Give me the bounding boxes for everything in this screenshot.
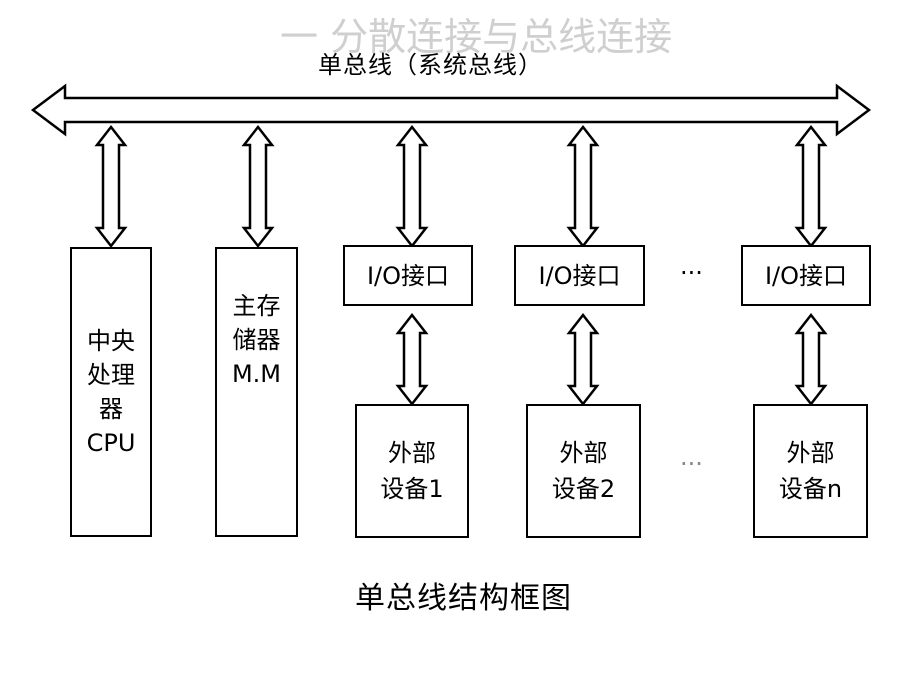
ion-device-arrow [794, 312, 828, 407]
main-memory-box: 主存 储器 M.M [215, 247, 298, 537]
io-ellipsis: ··· [680, 259, 703, 287]
io2-bus-arrow [566, 124, 600, 249]
io1-device-arrow [395, 312, 429, 407]
device-2-line-1: 外部 [559, 439, 608, 467]
external-device-n: 外部 设备n [753, 404, 868, 538]
cpu-label-line-4: CPU [86, 429, 136, 457]
device-ellipsis: ··· [680, 450, 703, 478]
device-1-line-2: 设备1 [380, 475, 444, 503]
memory-label-line-2: 储器 [232, 326, 281, 354]
io-interface-n-label: I/O接口 [764, 261, 848, 290]
memory-label-line-3: M.M [231, 360, 282, 388]
device-n-line-1: 外部 [786, 439, 835, 467]
io-interface-n: I/O接口 [741, 245, 871, 306]
io-interface-2: I/O接口 [514, 245, 645, 306]
device-2-line-2: 设备2 [551, 475, 616, 503]
io-interface-1: I/O接口 [343, 245, 473, 306]
io-interface-1-label: I/O接口 [366, 261, 450, 290]
cpu-box: 中央 处理 器 CPU [70, 247, 152, 537]
cpu-label-line-2: 处理 [87, 361, 135, 389]
diagram-caption: 单总线结构框图 [355, 581, 572, 616]
io-interface-2-label: I/O接口 [538, 261, 621, 290]
memory-bus-arrow [241, 124, 275, 249]
external-device-2: 外部 设备2 [526, 404, 641, 538]
system-bus-arrow [30, 83, 872, 137]
cpu-label-line-3: 器 [99, 395, 123, 423]
io1-bus-arrow [395, 124, 429, 249]
device-n-line-2: 设备n [778, 475, 843, 503]
external-device-1: 外部 设备1 [355, 404, 469, 538]
cpu-bus-arrow [94, 124, 128, 249]
ion-bus-arrow [794, 124, 828, 249]
system-bus-label: 单总线（系统总线） [318, 51, 543, 79]
device-1-line-1: 外部 [388, 439, 436, 467]
cpu-label-line-1: 中央 [87, 327, 135, 355]
io2-device-arrow [566, 312, 600, 407]
memory-label-line-1: 主存 [232, 292, 281, 320]
watermark-title: 一 分散连接与总线连接 [280, 15, 673, 59]
